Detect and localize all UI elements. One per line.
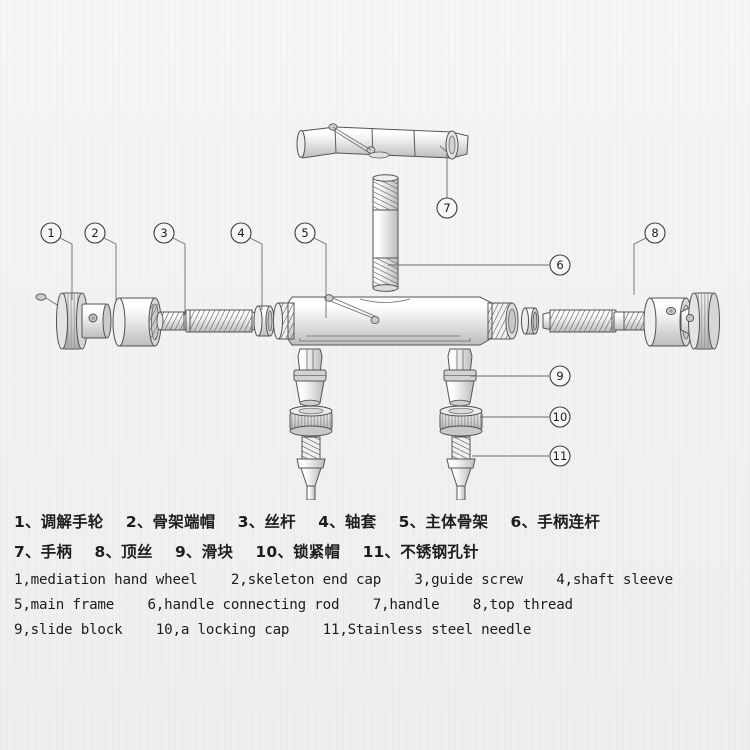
callout-bubble-4[interactable]: 4 xyxy=(230,222,252,244)
callout-leader-lines xyxy=(59,145,647,457)
callout-number-11: 11 xyxy=(553,449,568,463)
callout-number-8: 8 xyxy=(651,226,658,240)
callout-number-10: 10 xyxy=(553,410,568,424)
callout-number-7: 7 xyxy=(443,201,450,215)
callout-number-1: 1 xyxy=(47,226,54,240)
part-5-main-frame xyxy=(273,294,519,346)
callout-number-9: 9 xyxy=(556,369,563,383)
part-7-handle xyxy=(296,123,469,160)
part-1-mediation-hand-wheel-right xyxy=(680,292,720,350)
legend-english-line-3: 9,slide block 10,a locking cap 11,Stainl… xyxy=(14,622,532,638)
part-3-guide-screw xyxy=(156,309,263,333)
part-11-stainless-steel-needle-right xyxy=(446,436,476,500)
callout-bubble-10[interactable]: 10 xyxy=(549,406,571,428)
part-2-skeleton-end-cap xyxy=(112,297,162,347)
callout-bubble-7[interactable]: 7 xyxy=(436,197,458,219)
part-1-mediation-hand-wheel xyxy=(35,292,112,350)
part-9-slide-block-right xyxy=(443,348,477,407)
part-6-handle-connecting-rod xyxy=(372,174,399,292)
exploded-parts-diagram: .ln{fill:none;stroke:#5a5a5a;stroke-widt… xyxy=(35,123,720,500)
legend-chinese-line-2: 7、手柄 8、顶丝 9、滑块 10、锁紧帽 11、不锈钢孔针 xyxy=(14,543,479,561)
callout-bubble-5[interactable]: 5 xyxy=(294,222,316,244)
callout-number-5: 5 xyxy=(301,226,308,240)
legend-chinese-line-1: 1、调解手轮 2、骨架端帽 3、丝杆 4、轴套 5、主体骨架 6、手柄连杆 xyxy=(14,513,601,531)
callout-number-6: 6 xyxy=(556,258,563,272)
callout-number-3: 3 xyxy=(160,226,167,240)
part-3-guide-screw-right xyxy=(542,309,649,333)
part-4-shaft-sleeve xyxy=(253,305,275,337)
part-stack-left xyxy=(289,348,333,500)
callout-bubble-9[interactable]: 9 xyxy=(549,365,571,387)
legend-english-line-1: 1,mediation hand wheel 2,skeleton end ca… xyxy=(14,572,673,588)
callout-number-2: 2 xyxy=(91,226,98,240)
callout-bubble-11[interactable]: 11 xyxy=(549,445,571,467)
part-4-shaft-sleeve-right xyxy=(521,307,539,335)
callout-bubble-2[interactable]: 2 xyxy=(84,222,106,244)
part-stack-right xyxy=(439,348,483,500)
part-9-slide-block-left xyxy=(293,348,327,407)
legend-english-line-2: 5,main frame 6,handle connecting rod 7,h… xyxy=(14,597,573,613)
part-8-top-thread xyxy=(665,306,677,316)
parts-legend: 1、调解手轮 2、骨架端帽 3、丝杆 4、轴套 5、主体骨架 6、手柄连杆 7、… xyxy=(0,500,750,750)
callout-bubble-3[interactable]: 3 xyxy=(153,222,175,244)
callout-bubble-6[interactable]: 6 xyxy=(549,254,571,276)
callout-number-4: 4 xyxy=(237,226,244,240)
callout-bubble-1[interactable]: 1 xyxy=(40,222,62,244)
callout-bubble-8[interactable]: 8 xyxy=(644,222,666,244)
part-10-locking-cap-right xyxy=(439,405,483,437)
part-10-locking-cap-left xyxy=(289,405,333,437)
part-11-stainless-steel-needle-left xyxy=(296,436,326,500)
